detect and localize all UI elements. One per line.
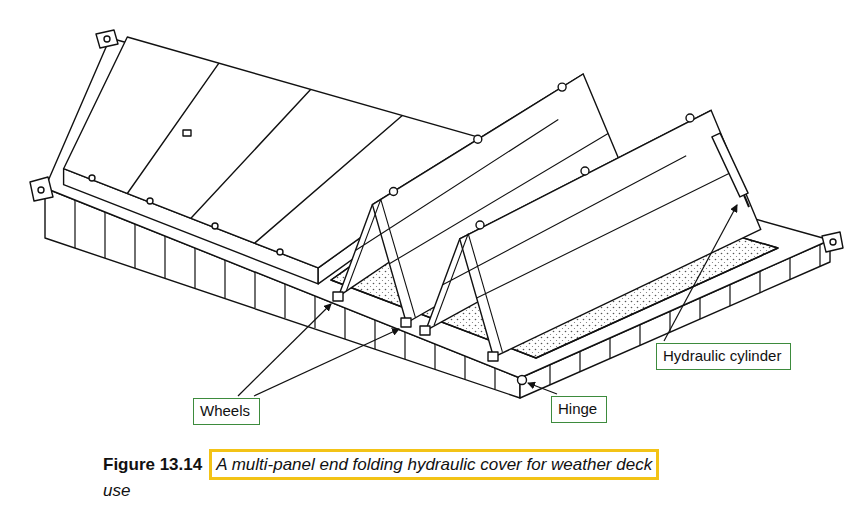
wheel [333, 292, 343, 301]
lifting-lug [30, 177, 53, 201]
callout-box: Wheels [193, 398, 260, 425]
hinge-pin [474, 135, 482, 143]
callout-label: Wheels [200, 402, 250, 419]
lug-eye [830, 239, 836, 245]
callout-box: Hydraulic cylinder [656, 343, 791, 370]
figure-number: Figure 13.14 [103, 455, 202, 474]
caption-block: Figure 13.14A multi-panel end folding hy… [103, 452, 678, 504]
hinge-pin [390, 188, 398, 196]
hinge-symbol [518, 376, 527, 385]
coaming-top [45, 38, 830, 378]
leader-line [254, 329, 399, 396]
callout-label: Hydraulic cylinder [663, 347, 781, 364]
hydraulic-cylinder [712, 133, 748, 197]
panel-edge-lines [434, 156, 736, 352]
hinge-pin [686, 114, 694, 122]
lug-eye [104, 36, 110, 42]
wheel [401, 318, 411, 327]
callout-box: Hinge [551, 396, 607, 423]
hinge-pin [558, 83, 566, 91]
panel-roller [212, 223, 218, 229]
panel-roller [89, 175, 95, 181]
piston-rod [744, 195, 749, 207]
lug-eye [38, 187, 44, 193]
leader-line [528, 383, 557, 394]
wheel [488, 352, 498, 361]
hinge-pin [581, 167, 589, 175]
leader-line [664, 205, 737, 341]
wheel [420, 326, 430, 335]
lifting-lug [96, 30, 118, 48]
panel-joints [127, 63, 402, 243]
panel-roller [277, 249, 283, 255]
lifting-lug [822, 232, 843, 252]
panel-cleat [183, 130, 191, 136]
callout-label: Hinge [558, 400, 597, 417]
panel-roller [147, 198, 153, 204]
folded-panel [460, 110, 761, 357]
hinge-pin [476, 221, 484, 229]
